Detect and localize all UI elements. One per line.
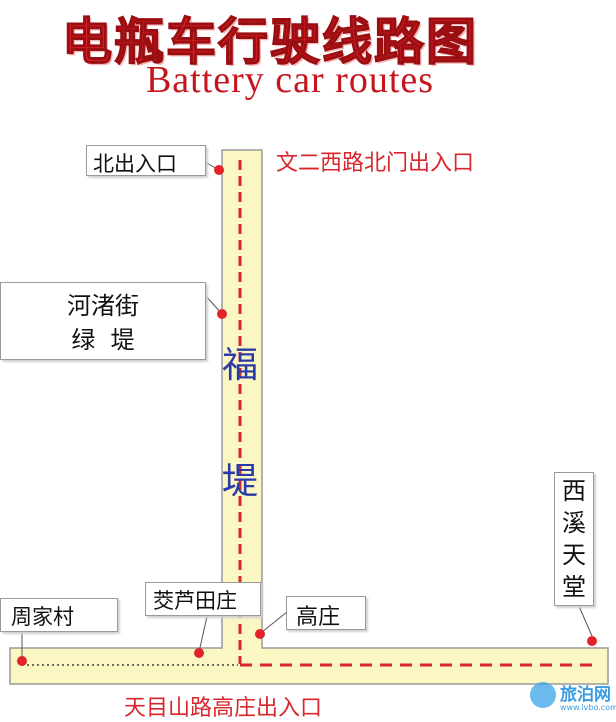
stop-label-char: 溪 (562, 509, 586, 537)
fudi-road (9, 149, 609, 685)
watermark: 旅泊网 www.lvbo.com (528, 676, 616, 720)
stop-label-char: 堂 (562, 573, 586, 601)
road-name-char-2: 堤 (222, 461, 259, 502)
travel-logo-icon (530, 682, 556, 708)
stop-label: 茭芦田庄 (153, 589, 237, 613)
stop-label-char: 西 (562, 477, 586, 505)
stop-label: 北出入口 (93, 152, 177, 176)
stop-label-char: 天 (562, 541, 586, 569)
map-title: 电瓶车行驶线路图 (61, 11, 478, 72)
stop-label: 周家村 (11, 605, 74, 629)
leader-xixi (577, 603, 593, 637)
stop-zhoujia-village[interactable]: 周家村 (0, 598, 118, 632)
stop-north-entrance[interactable]: 北出入口 (86, 145, 206, 176)
red-dot-icon (255, 629, 265, 639)
stop-gaozhuang[interactable]: 高庄 (286, 596, 366, 630)
stop-label: 高庄 (296, 605, 341, 630)
red-dot-icon (587, 636, 597, 646)
stop-label-line-1: 河渚街 (67, 292, 139, 320)
red-dot-icon (194, 648, 204, 658)
stop-xixi-tiantang[interactable]: 西 溪 天 堂 (554, 472, 594, 606)
watermark-url: www.lvbo.com (560, 703, 616, 712)
stop-hezhu-street[interactable]: 河渚街 绿 堤 (0, 282, 206, 360)
stop-jiaolu-tianzhuang[interactable]: 茭芦田庄 (145, 582, 261, 616)
red-dot-icon (217, 309, 227, 319)
road-name-char-1: 福 (222, 345, 259, 386)
red-dot-icon (17, 656, 27, 666)
leader-jiaolu (198, 611, 209, 653)
red-dot-icon (214, 165, 224, 175)
north-gate-label: 文二西路北门出入口 (276, 151, 475, 176)
map-subtitle: Battery car routes (145, 59, 435, 101)
south-gate-label: 天目山路高庄出入口 (124, 696, 323, 721)
watermark-name: 旅泊网 (560, 685, 611, 705)
stop-label-line-2: 绿 堤 (71, 326, 135, 354)
leader-gaozhuang (261, 611, 288, 633)
